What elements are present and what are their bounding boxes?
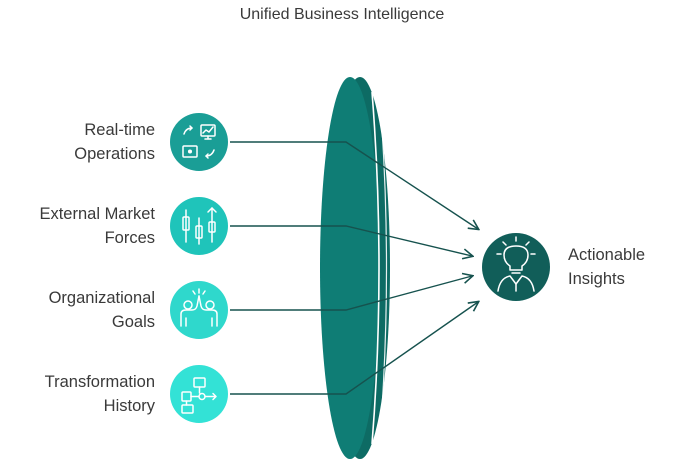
input-node-goals [170,281,228,339]
input-label-goals: Organizational Goals [48,289,155,331]
output-label-insights: Actionable Insights [568,246,646,288]
operations-icon [182,124,216,159]
workflow-icon [181,377,217,414]
connector-goals [230,276,472,311]
connector-market [230,225,472,256]
connector-lines [230,141,478,395]
diagram-title: Unified Business Intelligence [239,6,445,23]
input-node-operations [170,113,228,171]
team-high-five-icon [180,288,218,327]
input-label-operations: Real-time Operations [74,121,155,163]
lightbulb-person-icon [496,236,536,292]
lens [320,77,390,459]
candlestick-chart-icon [182,206,217,245]
input-label-market: External Market Forces [39,205,155,247]
input-node-market [170,197,228,255]
input-label-history: Transformation History [44,373,155,415]
input-node-history [170,365,228,423]
connector-history [230,302,478,395]
output-node-insights [482,233,550,301]
connector-operations [230,141,478,229]
